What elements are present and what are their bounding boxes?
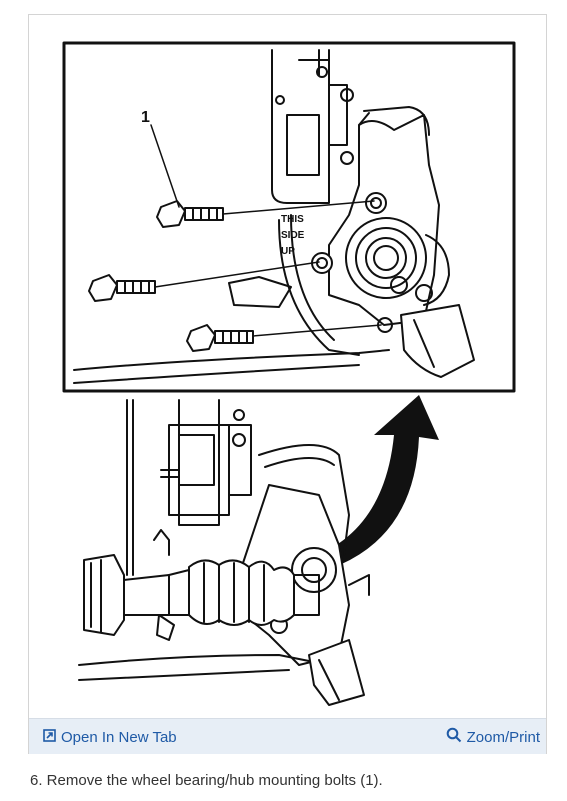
lower-bolt: [186, 324, 382, 352]
open-in-new-tab-label: Open In New Tab: [61, 728, 177, 746]
repair-illustration: 1 THIS SIDE UP: [29, 15, 546, 717]
callout-arrow: [304, 395, 439, 575]
open-in-new-tab-button[interactable]: Open In New Tab: [43, 727, 177, 747]
magnifier-icon: [446, 727, 467, 747]
middle-bolt: [88, 261, 320, 302]
stamp-line-2: SIDE: [281, 230, 305, 241]
assembly-view: [78, 399, 370, 706]
new-tab-icon: [43, 728, 61, 746]
callout-number: 1: [141, 109, 150, 126]
zoom-print-button[interactable]: Zoom/Print: [446, 727, 540, 747]
zoom-print-label: Zoom/Print: [466, 728, 540, 746]
illustration-card: 1 THIS SIDE UP: [28, 14, 547, 754]
image-toolbar: Open In New Tab Zoom/Print: [29, 718, 546, 754]
stamp-line-1: THIS: [281, 214, 304, 225]
stamp-line-3: UP: [281, 246, 295, 257]
step-caption: 6. Remove the wheel bearing/hub mounting…: [30, 772, 383, 789]
upper-bolt: [156, 200, 375, 228]
detail-inset: 1 THIS SIDE UP: [62, 41, 516, 393]
